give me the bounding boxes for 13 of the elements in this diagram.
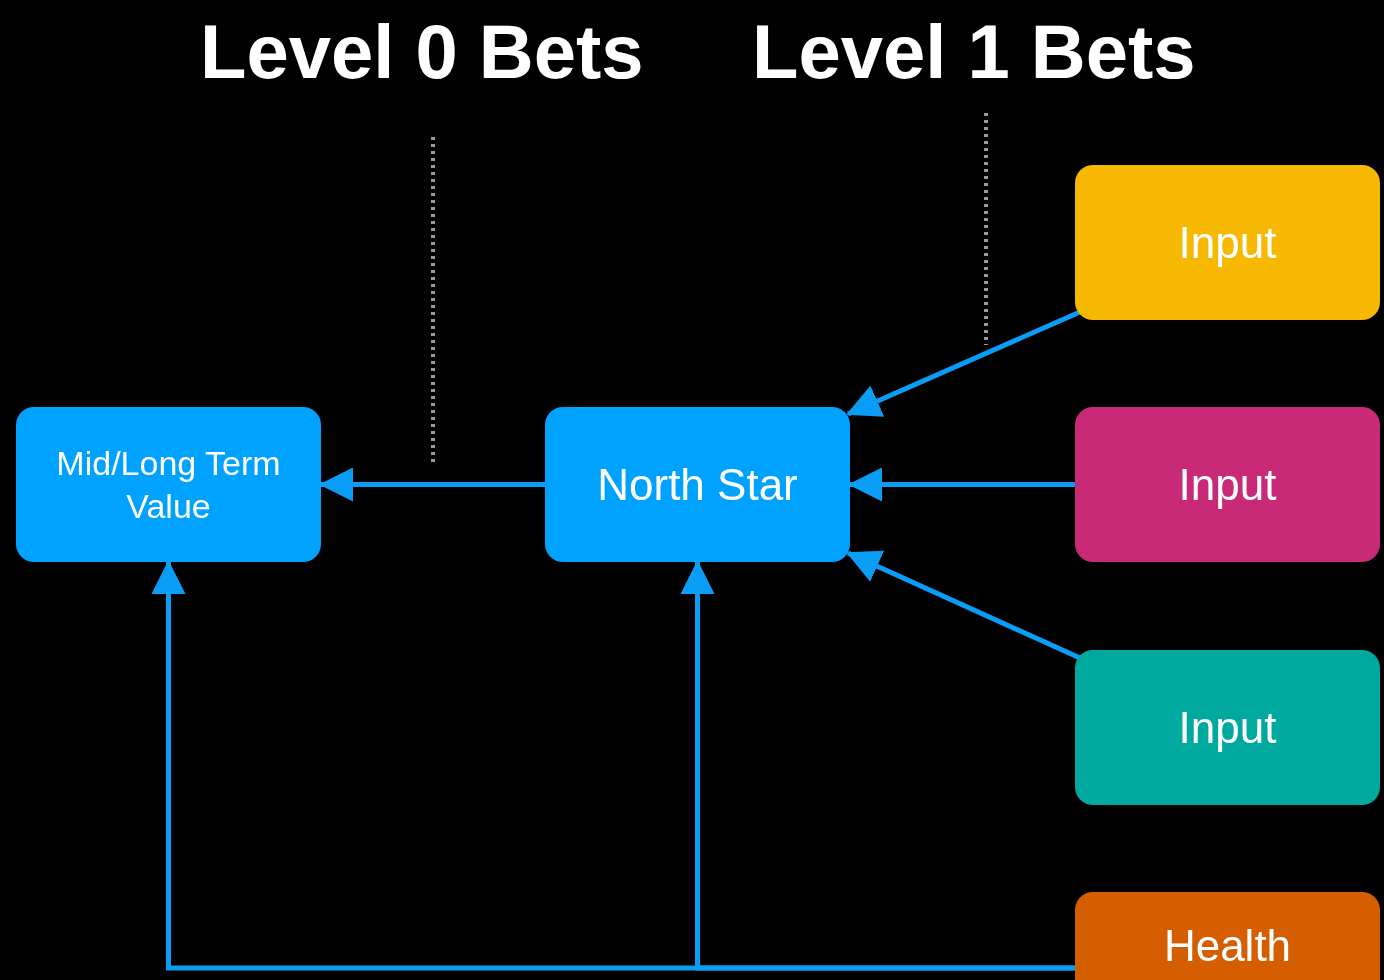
arrow: [319, 467, 545, 502]
arrow: [848, 467, 1075, 502]
process-box: Input: [1075, 650, 1380, 805]
process-box: Input: [1075, 165, 1380, 320]
process-box: North Star: [545, 407, 850, 562]
process-box: Input: [1075, 407, 1380, 562]
arrow: [846, 550, 1082, 661]
arrow: [846, 309, 1081, 417]
column-heading: Level 1 Bets: [752, 14, 1196, 90]
column-heading: Level 0 Bets: [200, 14, 644, 90]
arrow: [680, 560, 1075, 971]
process-box: Mid/Long Term Value: [16, 407, 321, 562]
health-box: Health: [1075, 892, 1380, 980]
